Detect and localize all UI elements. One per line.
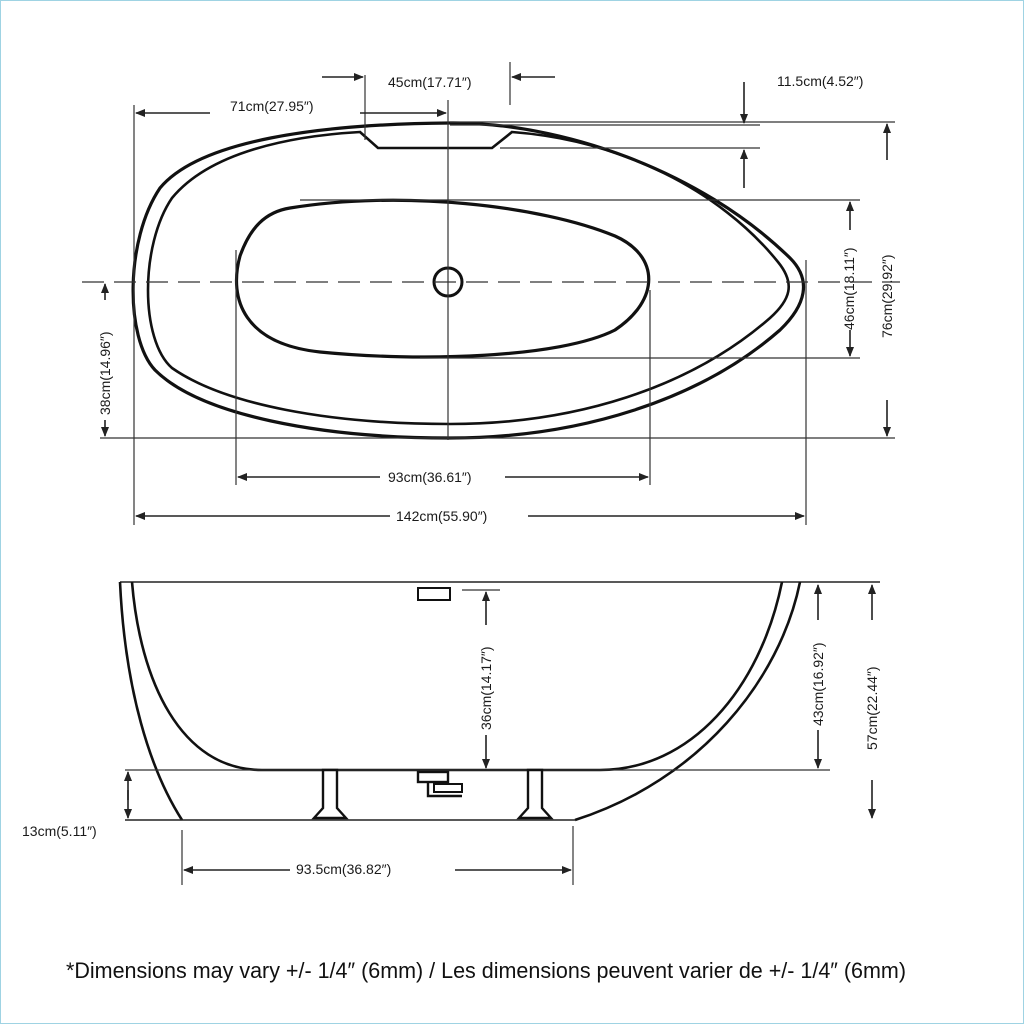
dim-feet-span: 93.5cm(36.82″) xyxy=(296,861,391,877)
dim-base-height: 13cm(5.11″) xyxy=(22,823,97,839)
dim-rim-gap: 45cm(17.71″) xyxy=(388,74,472,90)
dim-overall-width: 76cm(29.92″) xyxy=(879,254,895,338)
tub-rim-inner-outline xyxy=(146,130,790,426)
tub-right-wall xyxy=(574,581,802,822)
dim-half-length: 71cm(27.95″) xyxy=(230,98,314,114)
dim-rim-depth: 11.5cm(4.52″) xyxy=(777,73,863,89)
overflow-icon xyxy=(417,587,451,601)
dim-overall-height: 57cm(22.44″) xyxy=(864,666,880,750)
dim-half-width: 38cm(14.96″) xyxy=(97,331,113,415)
dim-inner-depth: 36cm(14.17″) xyxy=(478,646,494,730)
dim-overall-length: 142cm(55.90″) xyxy=(396,508,487,524)
dim-rim-height-side: 43cm(16.92″) xyxy=(810,642,826,726)
dim-basin-length: 93cm(36.61″) xyxy=(388,469,472,485)
tub-outer-outline xyxy=(131,121,806,440)
footnote-text: *Dimensions may vary +/- 1/4″ (6mm) / Le… xyxy=(66,958,906,983)
tub-basin-outline xyxy=(235,198,651,359)
top-view: 45cm(17.71″) 11.5cm(4.52″) 71cm(27.95″) … xyxy=(82,62,900,525)
tub-inner-basin xyxy=(130,581,784,772)
side-view: 36cm(14.17″) 43cm(16.92″) 57cm(22.44″) 1… xyxy=(22,581,880,885)
tub-left-wall xyxy=(118,581,184,821)
drain-assembly-icon xyxy=(416,770,463,798)
foot-right-icon xyxy=(516,768,554,820)
foot-left-icon xyxy=(311,768,349,820)
dim-basin-width: 46cm(18.11″) xyxy=(841,247,857,330)
